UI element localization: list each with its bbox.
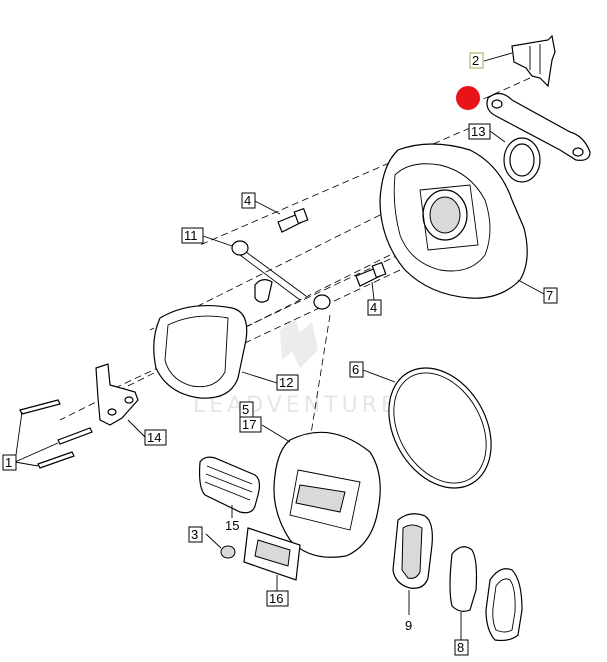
svg-text:1: 1 [5,455,12,470]
svg-text:7: 7 [546,288,553,303]
svg-text:13: 13 [471,124,485,139]
part-nut [220,545,236,559]
watermark-text: LEADVENTURE [193,393,399,418]
svg-text:16: 16 [269,591,283,606]
part-screws [19,399,93,469]
callout-3: 3 [188,526,203,543]
svg-text:12: 12 [279,375,293,390]
svg-text:11: 11 [184,228,198,243]
callout-17: 17 [239,416,262,433]
part-filter [153,304,248,399]
svg-text:4: 4 [370,300,377,315]
part-backplate [379,143,528,299]
part-inner-filter [392,513,433,589]
callout-2: 2 [469,52,484,69]
callout-13: 13 [468,123,491,140]
part-gasket-ring [388,367,492,489]
callout-16: 16 [266,590,289,607]
svg-text:8: 8 [457,640,464,655]
svg-text:14: 14 [147,430,161,445]
callout-15: 15 [225,518,239,533]
part-cover [273,431,381,558]
part-mount-bracket [95,363,139,426]
part-gasket-plate [486,92,591,161]
callout-8: 8 [454,639,469,656]
part-breather [231,240,331,310]
svg-text:17: 17 [242,417,256,432]
leader-lines [14,52,545,640]
part-emblem [243,527,301,581]
part-pad [449,546,478,612]
callout-5: 5 [239,401,254,418]
callout-14: 14 [144,429,167,446]
part-bolt-lower [355,261,387,287]
callout-9: 9 [405,618,412,633]
svg-text:5: 5 [242,402,249,417]
part-seal-ring [503,137,541,183]
svg-text:2: 2 [472,53,479,68]
callout-12: 12 [276,374,299,391]
callout-4-lower: 4 [367,299,382,316]
callout-4-upper: 4 [241,192,256,209]
red-marker [456,86,480,110]
part-bracket [511,34,556,88]
svg-text:4: 4 [244,193,251,208]
svg-text:9: 9 [405,618,412,633]
callout-7: 7 [543,287,558,304]
watermark: LEADVENTURE [193,318,399,418]
svg-text:15: 15 [225,518,239,533]
part-frame [485,568,523,642]
part-grille [198,456,261,514]
svg-text:6: 6 [352,362,359,377]
part-bolt-upper [277,207,309,233]
callout-1: 1 [2,454,17,471]
svg-text:3: 3 [191,527,198,542]
callout-6: 6 [349,361,364,378]
callout-11: 11 [181,227,204,244]
